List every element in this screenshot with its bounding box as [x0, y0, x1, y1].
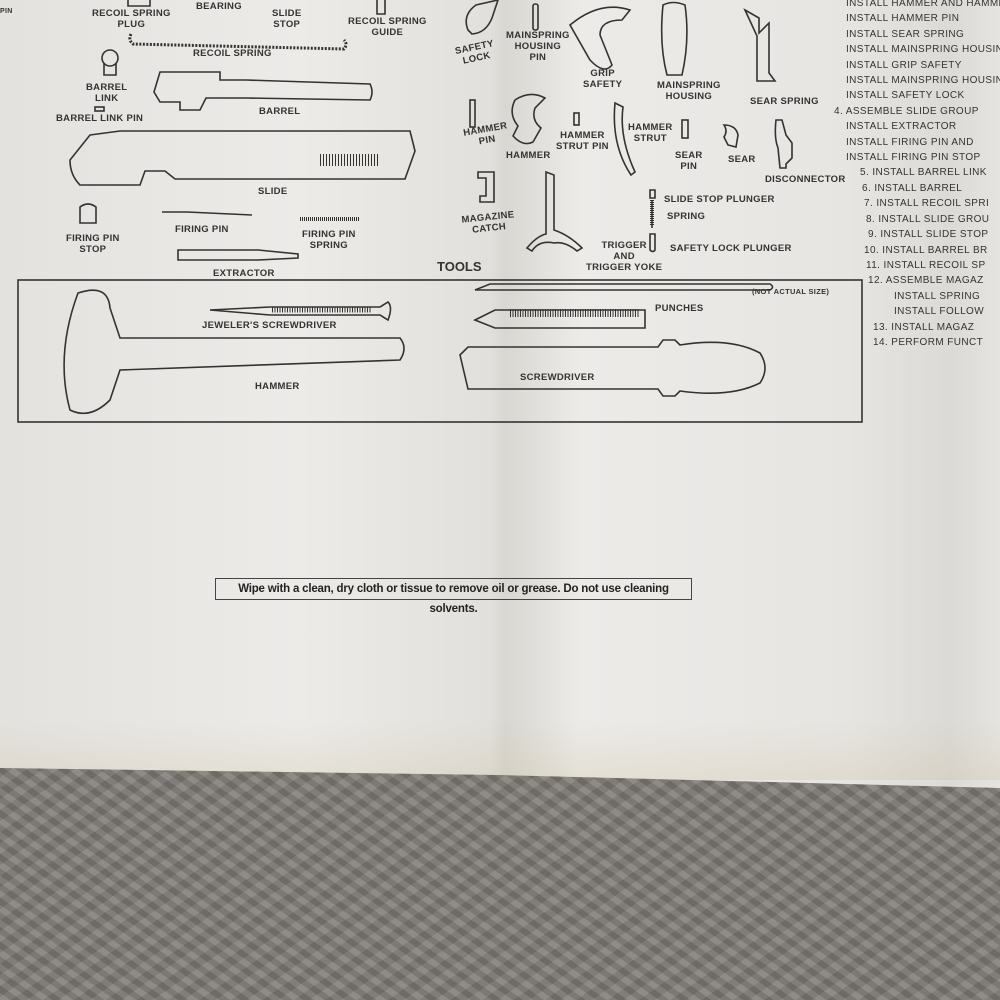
step-item: INSTALL SPRING [894, 290, 981, 302]
safety-lock-drawing [465, 0, 500, 35]
part-label-extractor: EXTRACTOR [213, 268, 275, 279]
magazine-catch-drawing [477, 171, 495, 203]
hammer-tool-drawing [63, 289, 405, 415]
step-item: INSTALL SEAR SPRING [846, 28, 965, 40]
assembly-steps-list: INSTALL HAMMER AND HAMMER INSTALL HAMMER… [834, 0, 1000, 350]
step-item: INSTALL FOLLOW [894, 306, 985, 318]
barrel-link-drawing [101, 49, 119, 67]
tool-label-punches: PUNCHES [655, 303, 704, 314]
step-item: 4. ASSEMBLE SLIDE GROUP [834, 105, 979, 117]
part-label-bearing: BEARING [196, 1, 242, 12]
hammer-strut-pin-drawing [573, 112, 580, 126]
step-item: INSTALL GRIP SAFETY [846, 59, 962, 71]
step-item: INSTALL SAFETY LOCK [846, 90, 965, 102]
part-label-mainspring-housing: MAINSPRING HOUSING [657, 80, 721, 102]
recoil-spring-drawing [128, 33, 348, 51]
tools-heading: TOOLS [437, 259, 482, 274]
part-label-barrel: BARREL [259, 106, 301, 117]
part-label-barrel-link-pin: BARREL LINK PIN [56, 113, 144, 124]
step-item: 13. INSTALL MAGAZ [873, 321, 975, 333]
part-label-disconnector: DISCONNECTOR [765, 174, 846, 185]
part-label-slide-stop: SLIDE STOP [272, 8, 302, 30]
part-label-sear: SEAR [728, 154, 756, 165]
step-item: 8. INSTALL SLIDE GROU [866, 213, 990, 225]
sear-spring-drawing [743, 8, 777, 82]
part-label-grip-safety: GRIP SAFETY [583, 68, 623, 90]
part-label-firing-pin-stop: FIRING PIN STOP [66, 233, 120, 255]
part-label-recoil-spring-guide: RECOIL SPRING GUIDE [348, 16, 427, 38]
part-label-trigger-and-trigger-yoke: TRIGGER AND TRIGGER YOKE [586, 240, 663, 273]
extractor-drawing [177, 249, 299, 261]
part-label-recoil-spring: RECOIL SPRING [193, 48, 272, 59]
step-item: 12. ASSEMBLE MAGAZ [868, 275, 984, 287]
firing-pin-stop-drawing [79, 203, 97, 224]
recoil-spring-plug-drawing [127, 0, 151, 7]
disconnector-drawing [774, 119, 793, 169]
step-item: INSTALL HAMMER PIN [846, 13, 960, 25]
step-item: 6. INSTALL BARREL [862, 182, 963, 194]
cleaning-notice: Wipe with a clean, dry cloth or tissue t… [215, 578, 692, 615]
step-item: INSTALL EXTRACTOR [846, 121, 957, 133]
barrel-link-pin-drawing [94, 106, 105, 112]
part-label-spring: SPRING [667, 211, 706, 222]
step-item: 5. INSTALL BARREL LINK [860, 167, 987, 179]
part-label-slide-stop-plunger: SLIDE STOP PLUNGER [664, 194, 775, 205]
screwdriver-drawing [459, 339, 766, 397]
grip-safety-drawing [568, 6, 632, 70]
mainspring-housing-pin-drawing [532, 3, 539, 31]
part-label-safety-lock-plunger: SAFETY LOCK PLUNGER [670, 243, 792, 254]
step-item: INSTALL FIRING PIN AND [846, 136, 974, 148]
step-item: 7. INSTALL RECOIL SPRI [864, 198, 990, 210]
step-item: 14. PERFORM FUNCT [873, 336, 984, 348]
barrel-drawing [153, 71, 373, 111]
recoil-spring-guide-drawing [376, 0, 386, 15]
step-item: 9. INSTALL SLIDE STOP [868, 229, 989, 241]
sear-drawing [722, 124, 739, 148]
tool-label-jewelers-screwdriver: JEWELER'S SCREWDRIVER [202, 320, 337, 331]
step-item: INSTALL MAINSPRING HOUSING [846, 75, 1000, 87]
part-label-recoil-spring-plug: RECOIL SPRING PLUG [92, 8, 171, 30]
mainspring-housing-drawing [660, 1, 688, 76]
hammer-strut-drawing [613, 101, 636, 177]
hammer-drawing [511, 93, 547, 145]
step-item: INSTALL FIRING PIN STOP [846, 152, 981, 164]
step-item: 11. INSTALL RECOIL SP [866, 259, 986, 271]
jewelers-screwdriver-drawing [209, 300, 392, 322]
step-item: INSTALL MAINSPRING HOUSING [846, 44, 1000, 56]
part-label-hammer-strut: HAMMER STRUT [628, 122, 673, 144]
sear-pin-drawing [681, 119, 689, 139]
step-item: 10. INSTALL BARREL BR [864, 244, 988, 256]
part-label-hammer: HAMMER [506, 150, 551, 161]
part-label-firing-pin: FIRING PIN [175, 224, 229, 235]
firing-pin-drawing [162, 211, 253, 216]
part-label-sear-spring: SEAR SPRING [750, 96, 819, 107]
punch-1-drawing [474, 283, 774, 291]
part-label-hammer-strut-pin: HAMMER STRUT PIN [556, 130, 609, 152]
part-label-mainspring-housing-pin: MAINSPRING HOUSING PIN [506, 30, 570, 63]
part-label-firing-pin-spring: FIRING PIN SPRING [302, 229, 356, 251]
part-label-sear-pin: SEAR PIN [675, 150, 703, 172]
part-label-barrel-link: BARREL LINK [86, 82, 128, 104]
tool-label-screwdriver: SCREWDRIVER [520, 372, 595, 383]
not-actual-size-note: (NOT ACTUAL SIZE) [752, 287, 830, 296]
hammer-pin-drawing [469, 99, 476, 128]
part-label-slide: SLIDE [258, 186, 288, 197]
slide-drawing [69, 130, 416, 186]
step-item: INSTALL HAMMER AND HAMMER [846, 0, 1000, 9]
tool-label-hammer: HAMMER [255, 381, 300, 392]
punch-2-drawing [473, 309, 646, 329]
tools-box [17, 279, 863, 423]
part-label-pin: PIN [0, 8, 13, 15]
trigger-drawing [525, 170, 584, 253]
